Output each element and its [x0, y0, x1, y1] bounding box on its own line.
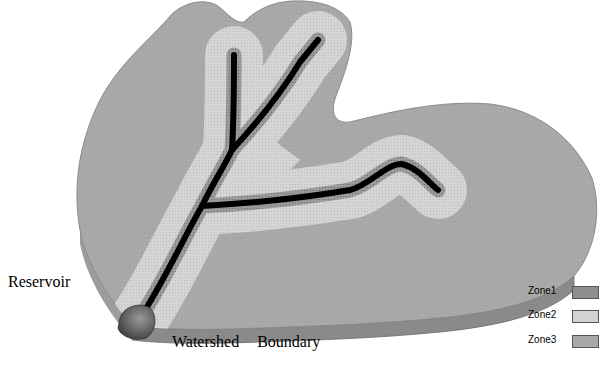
- legend-swatch: [572, 286, 599, 299]
- reservoir-label: Reservoir: [8, 273, 70, 291]
- legend-text: Zone3: [528, 334, 556, 345]
- legend-swatch: [572, 335, 599, 348]
- legend-text: Zone2: [528, 309, 556, 320]
- legend-text: Zone1: [528, 285, 556, 296]
- legend-swatch: [572, 310, 599, 323]
- boundary-label: Watershed Boundary: [172, 333, 320, 351]
